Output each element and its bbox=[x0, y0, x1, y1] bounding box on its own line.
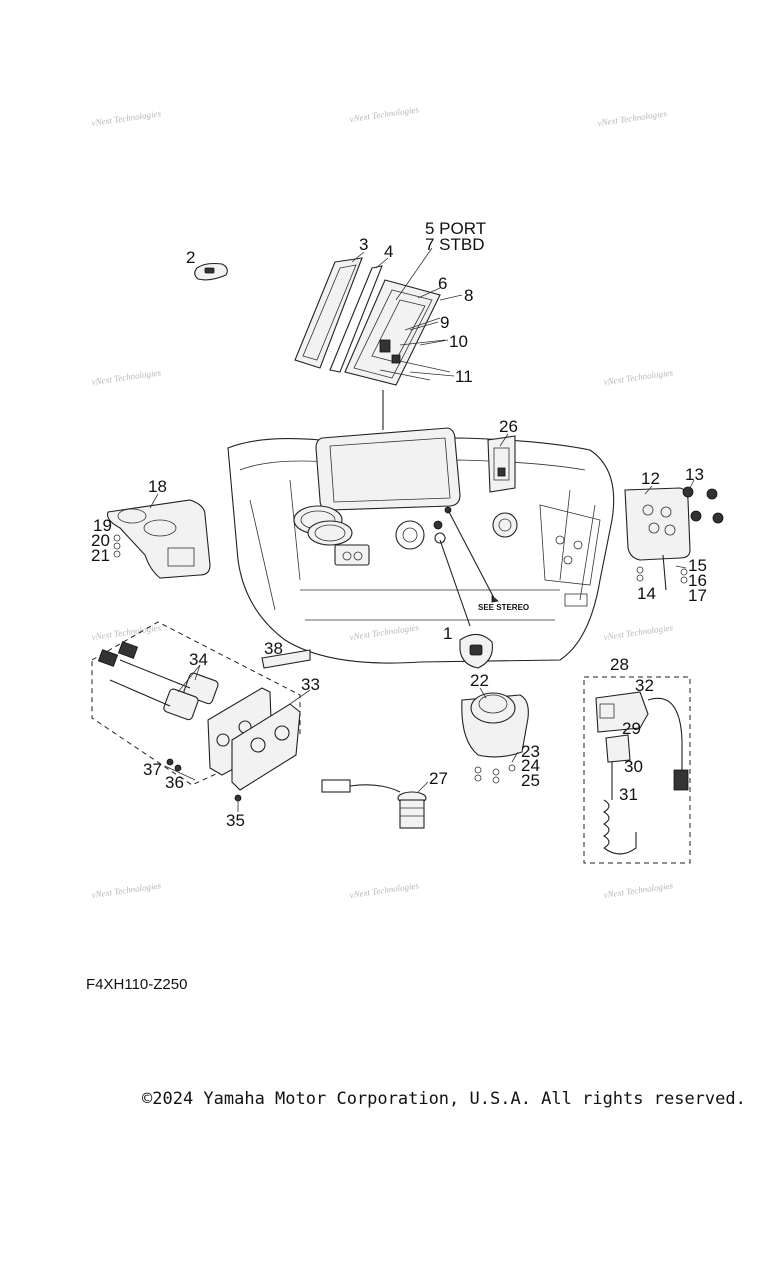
part-27-sensor bbox=[321, 779, 427, 829]
watermark: vNext Technologies bbox=[91, 367, 162, 387]
callout-16: 16 bbox=[688, 571, 707, 590]
callout-11: 11 bbox=[455, 367, 473, 386]
part-2-fob bbox=[194, 262, 228, 281]
callout-7-stbd: 7 STBD bbox=[425, 235, 485, 254]
copyright-notice: ©2024 Yamaha Motor Corporation, U.S.A. A… bbox=[142, 1089, 746, 1109]
see-stereo-label: SEE STEREO bbox=[478, 603, 529, 612]
callout-2: 2 bbox=[186, 248, 195, 267]
part-28-lanyard-assembly bbox=[583, 676, 691, 864]
callout-5-port: 5 PORT bbox=[425, 219, 486, 238]
callout-8: 8 bbox=[464, 286, 473, 305]
callout-18: 18 bbox=[148, 477, 167, 496]
leader-lines bbox=[149, 247, 695, 812]
watermark: vNext Technologies bbox=[603, 880, 674, 900]
callout-33: 33 bbox=[301, 675, 320, 694]
callout-29: 29 bbox=[622, 719, 641, 738]
callout-24: 24 bbox=[521, 756, 540, 775]
part-22-knob bbox=[461, 692, 529, 784]
callout-23: 23 bbox=[521, 742, 540, 761]
watermark: vNext Technologies bbox=[349, 880, 420, 900]
callout-32: 32 bbox=[635, 676, 654, 695]
callout-34: 34 bbox=[189, 650, 208, 669]
watermark: vNext Technologies bbox=[603, 367, 674, 387]
callout-3: 3 bbox=[359, 235, 368, 254]
callout-28: 28 bbox=[610, 655, 629, 674]
callout-20: 20 bbox=[91, 531, 110, 550]
callout-1: 1 bbox=[443, 624, 452, 643]
callout-10: 10 bbox=[449, 332, 468, 351]
callout-6: 6 bbox=[438, 274, 447, 293]
dashboard-console bbox=[227, 427, 615, 664]
part-code: F4XH110-Z250 bbox=[86, 976, 188, 993]
callout-13: 13 bbox=[685, 465, 704, 484]
callout-22: 22 bbox=[470, 671, 489, 690]
callout-30: 30 bbox=[624, 757, 643, 776]
watermark: vNext Technologies bbox=[349, 104, 420, 124]
watermark: vNext Technologies bbox=[349, 622, 420, 642]
callout-31: 31 bbox=[619, 785, 638, 804]
display-unit-exploded bbox=[344, 279, 451, 430]
watermark: vNext Technologies bbox=[597, 108, 668, 128]
callout-15: 15 bbox=[688, 556, 707, 575]
callout-37: 37 bbox=[143, 760, 162, 779]
callout-14: 14 bbox=[637, 584, 656, 603]
part-18-plate bbox=[106, 499, 211, 579]
callout-26: 26 bbox=[499, 417, 518, 436]
watermark: vNext Technologies bbox=[91, 108, 162, 128]
part-12-plate bbox=[624, 486, 724, 591]
callout-38: 38 bbox=[264, 639, 283, 658]
callout-labels: 2 3 4 5 PORT 7 STBD 6 8 9 10 11 12 13 14… bbox=[91, 219, 707, 830]
watermark: vNext Technologies bbox=[91, 622, 162, 642]
callout-25: 25 bbox=[521, 771, 540, 790]
callout-36: 36 bbox=[165, 773, 184, 792]
callout-27: 27 bbox=[429, 769, 448, 788]
callout-9: 9 bbox=[440, 313, 449, 332]
part-33-switch-panel bbox=[91, 621, 311, 802]
watermark: vNext Technologies bbox=[91, 880, 162, 900]
watermark: vNext Technologies bbox=[603, 622, 674, 642]
callout-19: 19 bbox=[93, 516, 112, 535]
callout-35: 35 bbox=[226, 811, 245, 830]
callout-4: 4 bbox=[384, 242, 393, 261]
callout-17: 17 bbox=[688, 586, 707, 605]
part-3-4-cover bbox=[294, 257, 383, 373]
callout-21: 21 bbox=[91, 546, 110, 565]
part-1-socket bbox=[459, 633, 493, 669]
callout-12: 12 bbox=[641, 469, 660, 488]
